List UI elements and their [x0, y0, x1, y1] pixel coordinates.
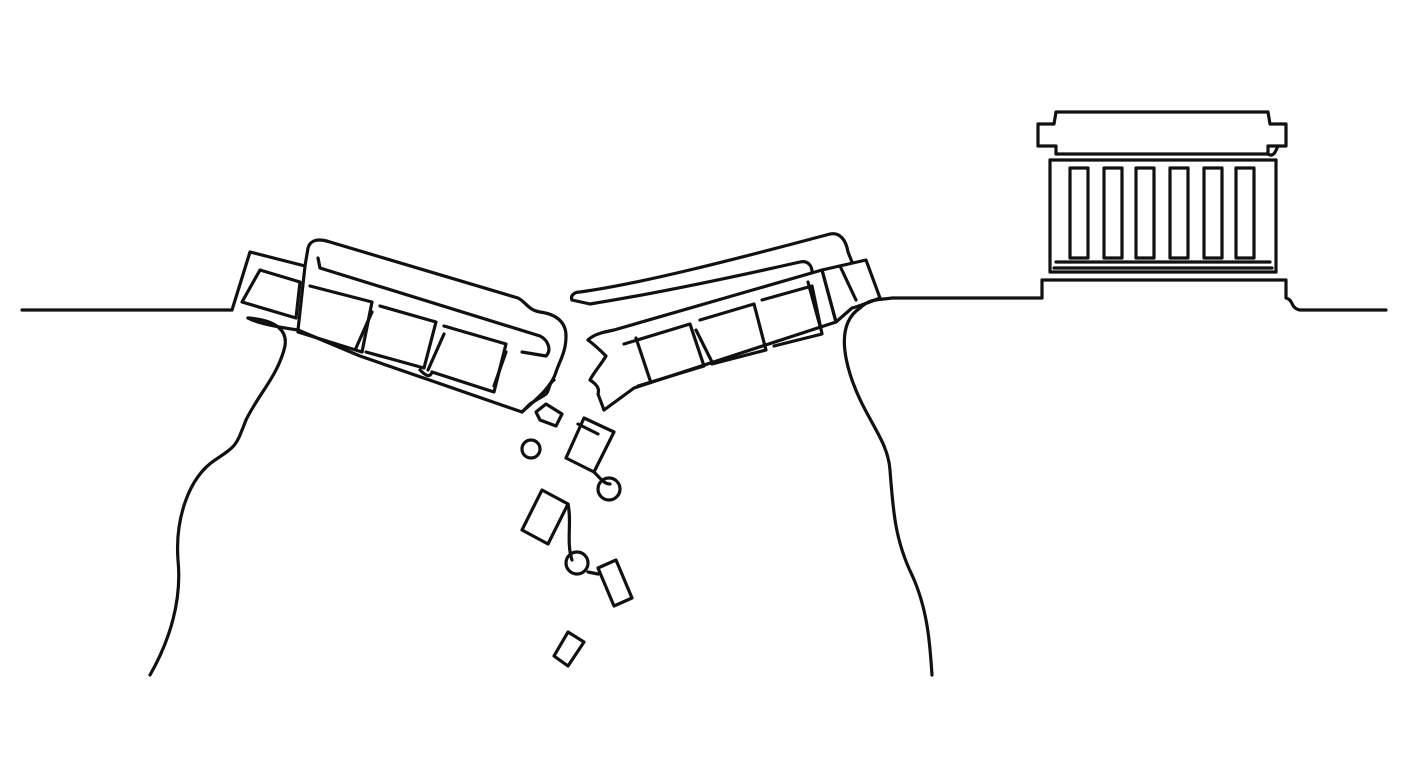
left-cliff-outline — [148, 316, 287, 677]
temple-building-icon — [1036, 110, 1288, 274]
right-cliff-outline — [842, 306, 934, 677]
right-bridge-span — [569, 232, 882, 412]
left-bridge-span — [230, 238, 568, 414]
falling-debris — [520, 402, 634, 668]
ground-line-right — [858, 278, 1388, 312]
